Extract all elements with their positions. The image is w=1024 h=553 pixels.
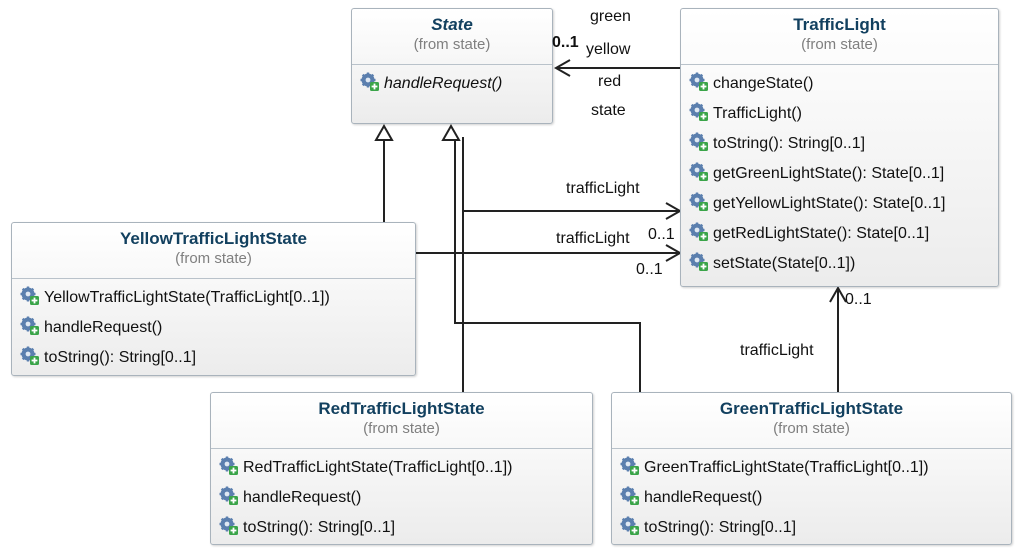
public-operation-gear-icon <box>689 72 709 92</box>
association-arrowhead-green <box>829 285 847 303</box>
class-header: RedTrafficLightState (from state) <box>211 393 592 449</box>
operation[interactable]: getYellowLightState(): State[0..1] <box>681 189 998 219</box>
class-header: TrafficLight (from state) <box>681 9 998 65</box>
operations-list: changeState() TrafficLight() toString():… <box>681 65 998 279</box>
role-label-trafficlight-green: trafficLight <box>740 342 814 359</box>
class-header: State (from state) <box>352 9 552 65</box>
role-label-yellow: yellow <box>586 41 631 58</box>
class-greentrafficlightstate[interactable]: GreenTrafficLightState (from state) Gree… <box>611 392 1012 545</box>
public-operation-gear-icon <box>689 162 709 182</box>
operation[interactable]: YellowTrafficLightState(TrafficLight[0..… <box>12 283 415 313</box>
class-name: State <box>431 15 473 34</box>
class-trafficlight[interactable]: TrafficLight (from state) changeState() … <box>680 8 999 287</box>
role-label-red: red <box>598 73 622 90</box>
generalization-arrowhead-1 <box>374 123 394 141</box>
multiplicity-green: 0..1 <box>845 291 872 308</box>
public-operation-gear-icon <box>20 346 40 366</box>
class-header: GreenTrafficLightState (from state) <box>612 393 1011 449</box>
public-operation-gear-icon <box>620 516 640 536</box>
public-operation-gear-icon <box>360 72 380 92</box>
public-operation-gear-icon <box>689 132 709 152</box>
multiplicity-state: 0..1 <box>552 34 579 51</box>
operations-list: handleRequest() <box>352 65 552 99</box>
operation[interactable]: toString(): String[0..1] <box>612 513 1011 543</box>
class-package: (from state) <box>773 420 850 437</box>
public-operation-gear-icon <box>620 486 640 506</box>
operation[interactable]: TrafficLight() <box>681 99 998 129</box>
generalization-arrowhead-2 <box>441 123 461 141</box>
public-operation-gear-icon <box>20 316 40 336</box>
class-name: YellowTrafficLightState <box>119 229 308 248</box>
public-operation-gear-icon <box>689 252 709 272</box>
class-name: RedTrafficLightState <box>318 399 485 418</box>
role-label-trafficlight-yellow: trafficLight <box>556 230 630 247</box>
operation[interactable]: handleRequest() <box>12 313 415 343</box>
operation[interactable]: RedTrafficLightState(TrafficLight[0..1]) <box>211 453 592 483</box>
role-label-trafficlight-red: trafficLight <box>566 180 640 197</box>
class-redtrafficlightstate[interactable]: RedTrafficLightState (from state) RedTra… <box>210 392 593 545</box>
public-operation-gear-icon <box>219 516 239 536</box>
class-header: YellowTrafficLightState (from state) <box>12 223 415 279</box>
operation[interactable]: getGreenLightState(): State[0..1] <box>681 159 998 189</box>
public-operation-gear-icon <box>219 456 239 476</box>
multiplicity-yellow: 0..1 <box>636 261 663 278</box>
class-package: (from state) <box>175 250 252 267</box>
association-red-to-trafficlight <box>462 210 680 392</box>
class-package: (from state) <box>413 36 491 53</box>
public-operation-gear-icon <box>689 102 709 122</box>
operation[interactable]: handleRequest() <box>612 483 1011 513</box>
public-operation-gear-icon <box>689 222 709 242</box>
operation[interactable]: getRedLightState(): State[0..1] <box>681 219 998 249</box>
public-operation-gear-icon <box>219 486 239 506</box>
class-state[interactable]: State (from state) handleRequest() <box>351 8 553 124</box>
operations-list: RedTrafficLightState(TrafficLight[0..1])… <box>211 449 592 543</box>
association-arrowhead-state <box>553 59 571 77</box>
class-package: (from state) <box>801 36 878 53</box>
role-label-green: green <box>590 8 631 25</box>
generalization-green-to-state <box>454 137 641 392</box>
operations-list: YellowTrafficLightState(TrafficLight[0..… <box>12 279 415 373</box>
public-operation-gear-icon <box>20 286 40 306</box>
operation[interactable]: handleRequest() <box>352 69 552 99</box>
class-name: TrafficLight <box>793 15 886 34</box>
operation[interactable]: toString(): String[0..1] <box>12 343 415 373</box>
operation[interactable]: GreenTrafficLightState(TrafficLight[0..1… <box>612 453 1011 483</box>
public-operation-gear-icon <box>620 456 640 476</box>
operation[interactable]: changeState() <box>681 69 998 99</box>
role-label-state: state <box>591 102 626 119</box>
operations-list: GreenTrafficLightState(TrafficLight[0..1… <box>612 449 1011 543</box>
operation[interactable]: handleRequest() <box>211 483 592 513</box>
operation[interactable]: setState(State[0..1]) <box>681 249 998 279</box>
public-operation-gear-icon <box>689 192 709 212</box>
class-yellowtrafficlightstate[interactable]: YellowTrafficLightState (from state) Yel… <box>11 222 416 376</box>
operation[interactable]: toString(): String[0..1] <box>211 513 592 543</box>
class-package: (from state) <box>363 420 440 437</box>
multiplicity-red: 0..1 <box>648 226 675 243</box>
class-name: GreenTrafficLightState <box>719 399 904 418</box>
operation[interactable]: toString(): String[0..1] <box>681 129 998 159</box>
